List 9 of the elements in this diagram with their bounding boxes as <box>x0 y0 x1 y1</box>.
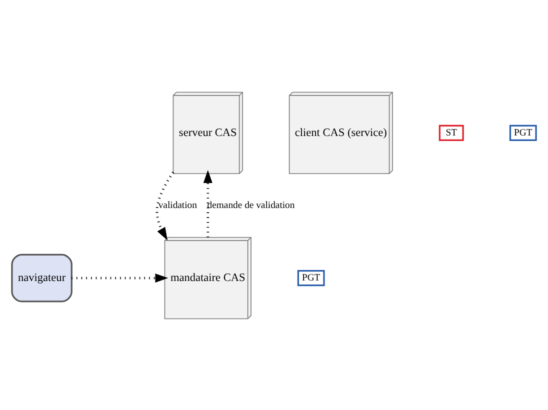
node-box: PGT <box>509 124 537 140</box>
arrow <box>203 170 212 237</box>
node-box: PGT <box>297 270 325 286</box>
edge-label: validation <box>158 200 197 210</box>
node-box: ST <box>438 124 464 140</box>
arrow <box>72 273 168 282</box>
edge-label: demande de validation <box>207 200 295 210</box>
arrow <box>156 171 174 240</box>
node-box: navigateur <box>11 253 72 302</box>
